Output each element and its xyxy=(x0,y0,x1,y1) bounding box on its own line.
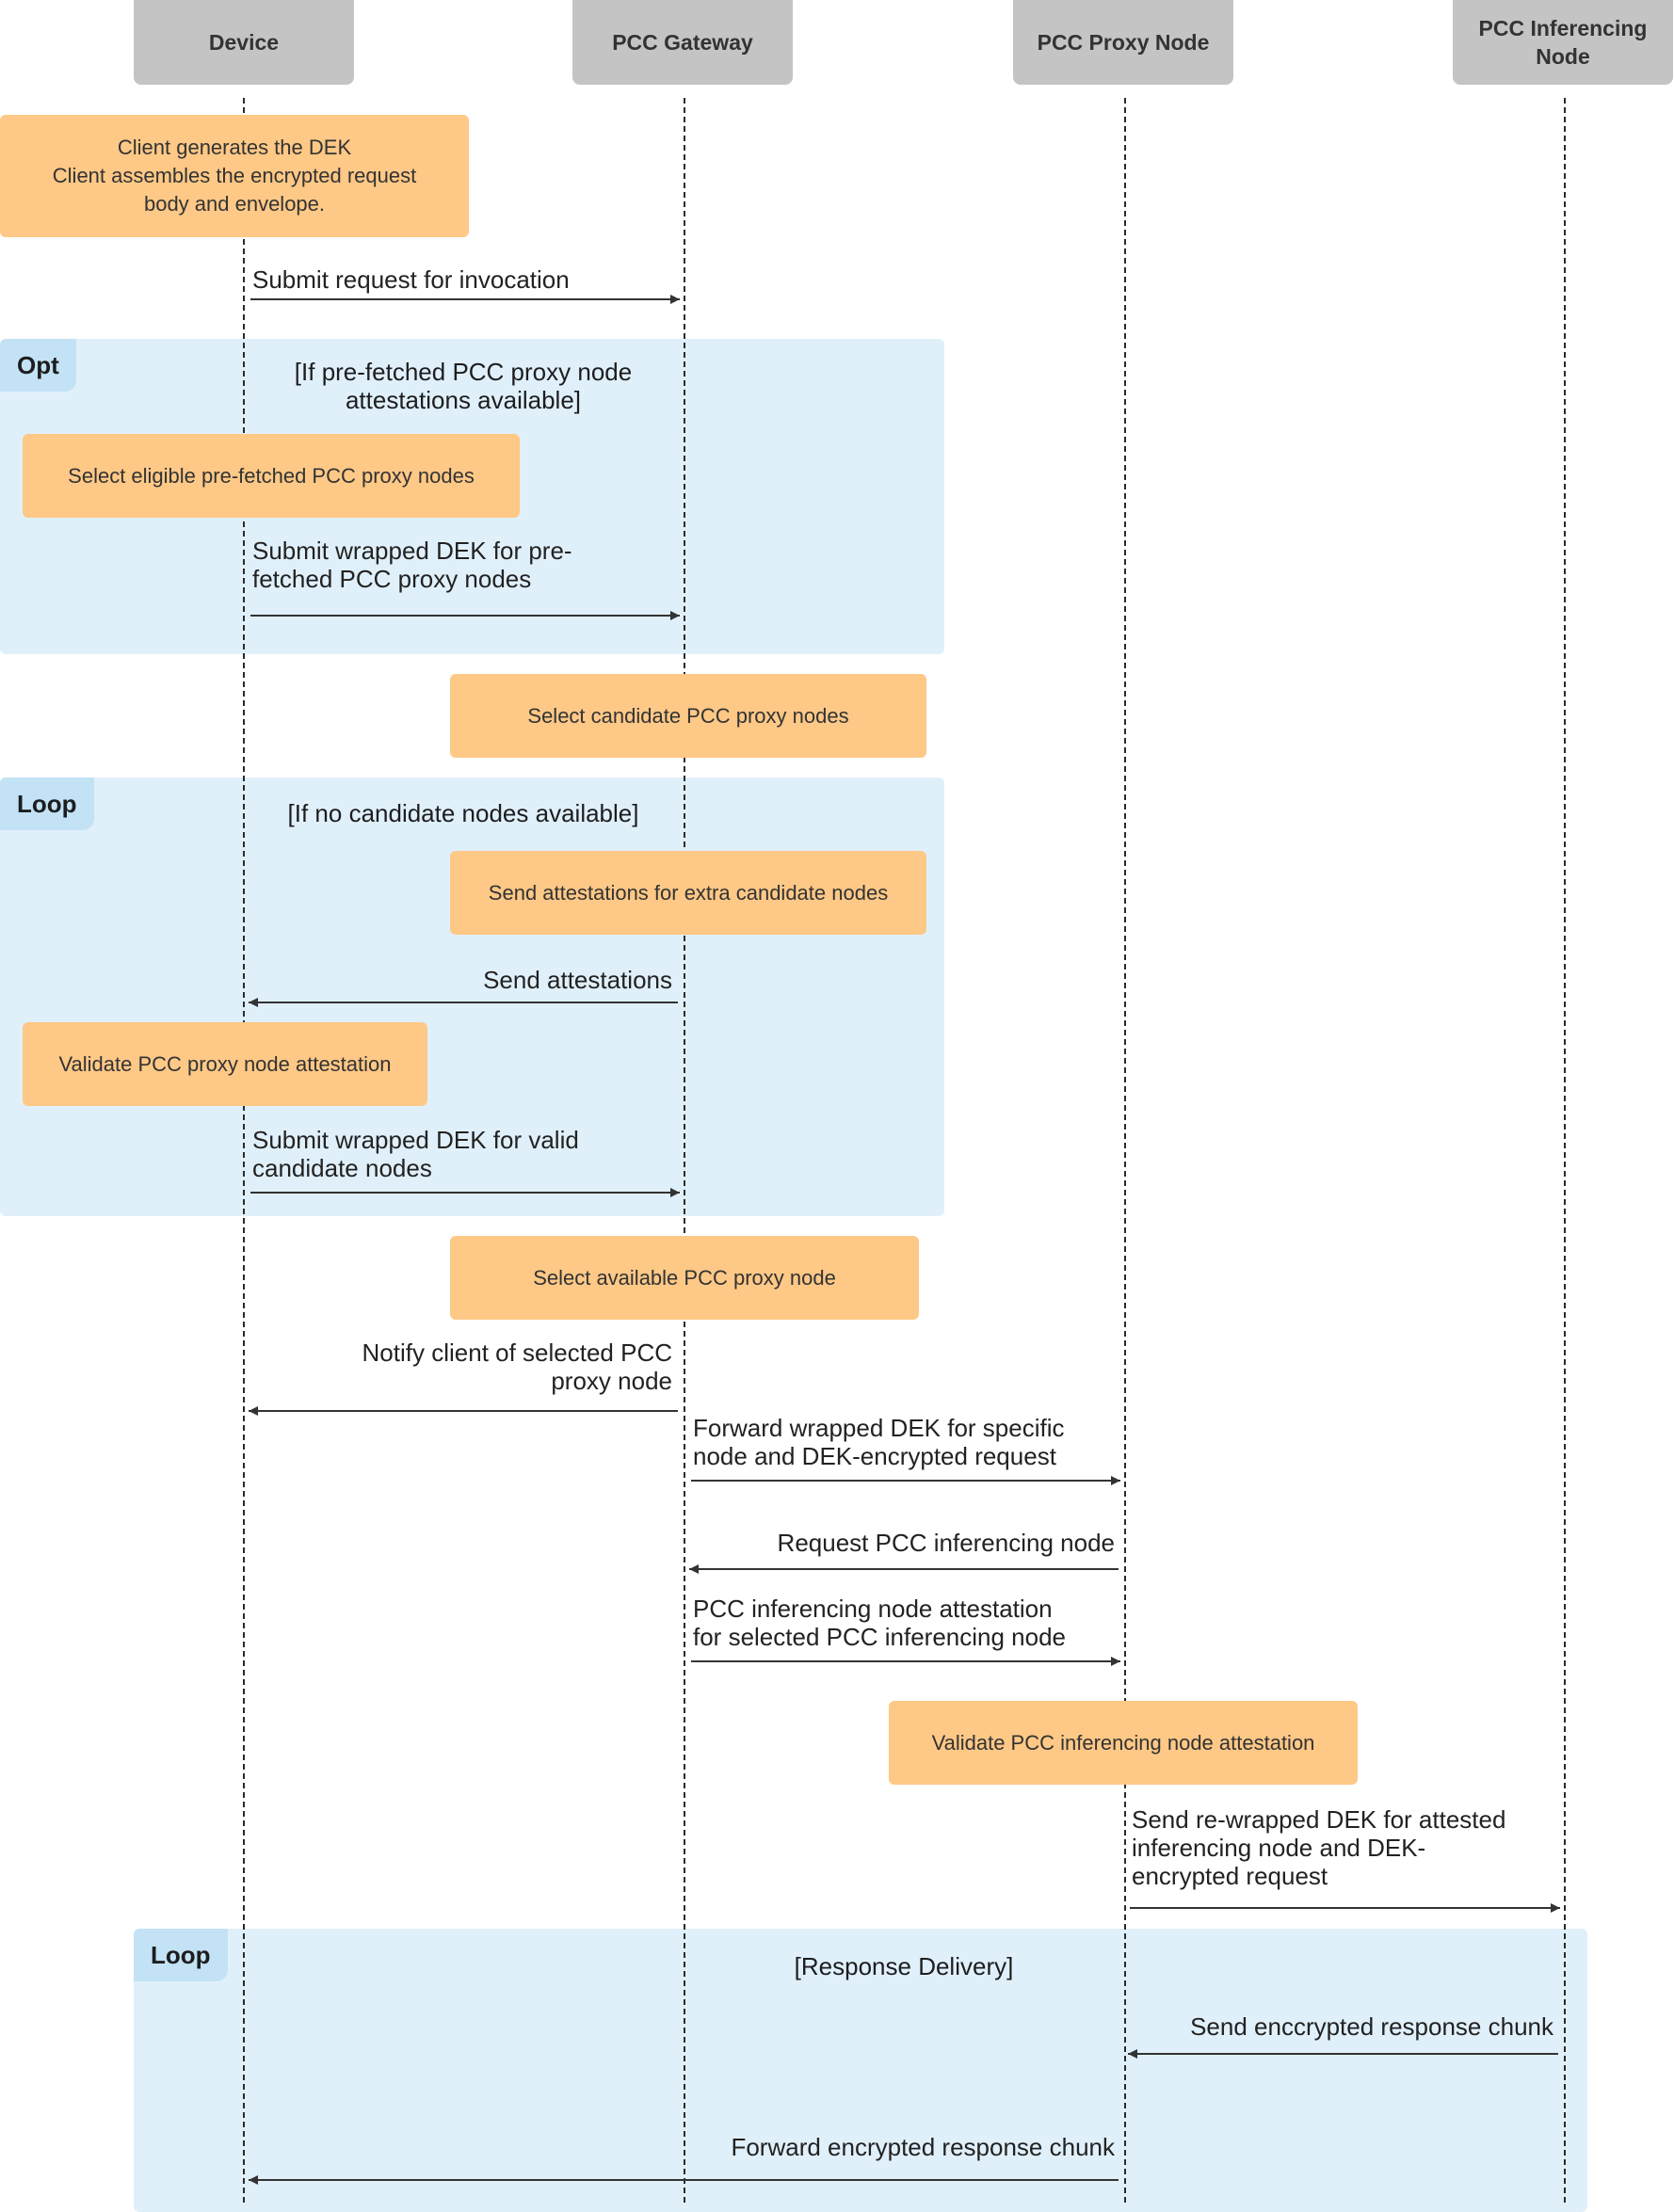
actor-device: Device xyxy=(134,0,354,85)
loop-candidates-guard: [If no candidate nodes available] xyxy=(287,799,639,827)
note-select-available-text: Select available PCC proxy node xyxy=(533,1265,836,1290)
actor-pcc-inferencing-node: PCC Inferencing Node xyxy=(1453,0,1673,85)
lifeline-proxy xyxy=(1124,98,1126,2203)
loop-frame-candidates: Loop xyxy=(0,777,944,1216)
msg-request-inferencing-label: Request PCC inferencing node xyxy=(777,1529,1115,1557)
note-select-prefetched-text: Select eligible pre-fetched PCC proxy no… xyxy=(68,463,475,488)
msg-send-rewrapped-label: Send re-wrapped DEK for attested inferen… xyxy=(1132,1805,1506,1890)
msg-notify-client-label: Notify client of selected PCC proxy node xyxy=(362,1338,672,1395)
note-client-generates-dek-text: Client generates the DEK Client assemble… xyxy=(52,136,417,216)
note-select-candidate-text: Select candidate PCC proxy nodes xyxy=(527,703,849,728)
loop-frame-candidates-tag: Loop xyxy=(0,777,94,830)
lifeline-gateway xyxy=(684,98,685,2203)
note-select-candidate: Select candidate PCC proxy nodes xyxy=(450,674,926,758)
actor-inferencing-label: PCC Inferencing Node xyxy=(1478,16,1648,69)
actor-gateway-label: PCC Gateway xyxy=(612,30,753,55)
msg-forward-wrapped-label: Forward wrapped DEK for specific node an… xyxy=(693,1414,1065,1470)
note-select-prefetched: Select eligible pre-fetched PCC proxy no… xyxy=(23,434,520,518)
msg-forward-response-chunk-label: Forward encrypted response chunk xyxy=(731,2133,1115,2161)
msg-inferencing-attestation-label: PCC inferencing node attestation for sel… xyxy=(693,1595,1067,1651)
loop-response-guard: [Response Delivery] xyxy=(794,1952,1014,1980)
note-validate-proxy-text: Validate PCC proxy node attestation xyxy=(58,1051,392,1076)
note-send-attestations-extra: Send attestations for extra candidate no… xyxy=(450,851,926,935)
loop-frame-response-tag: Loop xyxy=(134,1929,228,1981)
lifeline-inferencing xyxy=(1564,98,1566,2203)
actor-proxy-label: PCC Proxy Node xyxy=(1037,30,1210,55)
msg-submit-wrapped-prefetched-label: Submit wrapped DEK for pre- fetched PCC … xyxy=(252,537,572,593)
note-client-generates-dek: Client generates the DEK Client assemble… xyxy=(0,115,469,237)
actor-device-label: Device xyxy=(208,30,280,55)
loop-frame-response: Loop xyxy=(134,1929,1587,2212)
actor-pcc-proxy-node: PCC Proxy Node xyxy=(1013,0,1233,85)
actor-pcc-gateway: PCC Gateway xyxy=(572,0,793,85)
msg-submit-wrapped-valid-label: Submit wrapped DEK for valid candidate n… xyxy=(252,1126,579,1182)
note-validate-proxy: Validate PCC proxy node attestation xyxy=(23,1022,427,1106)
note-validate-inferencing: Validate PCC inferencing node attestatio… xyxy=(889,1701,1358,1785)
note-validate-inferencing-text: Validate PCC inferencing node attestatio… xyxy=(931,1730,1315,1755)
opt-frame-tag: Opt xyxy=(0,339,76,392)
msg-send-attestations-label: Send attestations xyxy=(483,966,672,994)
opt-guard: [If pre-fetched PCC proxy node attestati… xyxy=(294,358,633,414)
lifeline-device xyxy=(243,98,245,2203)
msg-send-response-chunk-label: Send enccrypted response chunk xyxy=(1190,2012,1553,2041)
msg-submit-request-label: Submit request for invocation xyxy=(252,265,570,294)
note-select-available: Select available PCC proxy node xyxy=(450,1236,919,1320)
note-send-attestations-extra-text: Send attestations for extra candidate no… xyxy=(488,880,889,905)
